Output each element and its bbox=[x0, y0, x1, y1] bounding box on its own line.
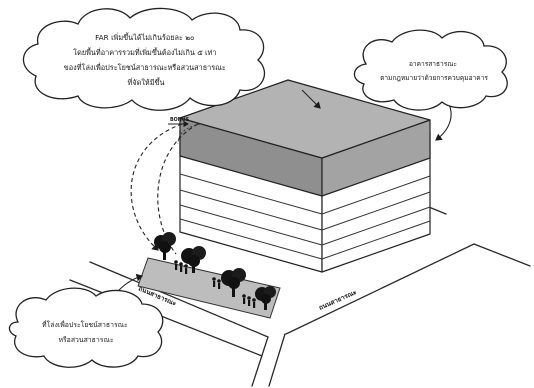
public-building bbox=[179, 79, 431, 273]
svg-text:FAR เพิ่มขึ้นได้ไม่เกินร้อยละ: FAR เพิ่มขึ้นได้ไม่เกินร้อยละ ๒๐ โดยพื้น… bbox=[64, 32, 228, 87]
road-right-edge-south bbox=[285, 243, 531, 335]
far-line-3: ของที่โล่งเพื่อประโยชน์สาธารณะหรือสวนสาธ… bbox=[64, 62, 226, 72]
callout-open-space: ที่โล่งเพื่อประโยชน์สาธารณะ หรือสวนสาธาร… bbox=[8, 287, 164, 368]
road-cross-edge bbox=[268, 333, 286, 387]
far-line-2: โดยพื้นที่อาคารรวมที่เพิ่มขึ้นต้องไม่เกิ… bbox=[73, 47, 216, 57]
people-group-3 bbox=[242, 294, 256, 308]
tree-2 bbox=[181, 246, 206, 273]
callout-building: อาคารสาธารณะ ตามกฎหมายว่าด้วยการควบคุมอา… bbox=[353, 29, 508, 111]
bonus-label: BONUS bbox=[170, 117, 190, 123]
road-label-right: ถนนสาธารณะ bbox=[318, 288, 358, 312]
cloud-shape-far bbox=[22, 7, 266, 111]
building-line-1: อาคารสาธารณะ bbox=[409, 60, 457, 68]
bonus-to-space-dashed-arrow bbox=[130, 123, 183, 251]
cloud-shape-open-space bbox=[8, 287, 164, 368]
tree-1 bbox=[154, 232, 176, 260]
svg-text:อาคารสาธารณะ ตามกฎหมายว่: อาคารสาธารณะ ตามกฎหมายว่าด้วยการควบคุมอา… bbox=[380, 60, 488, 82]
floor-lines bbox=[179, 173, 431, 260]
far-line-1: FAR เพิ่มขึ้นได้ไม่เกินร้อยละ ๒๐ bbox=[95, 32, 194, 42]
open-space-line-2: หรือสวนสาธารณะ bbox=[58, 336, 113, 344]
tree-3 bbox=[221, 268, 246, 297]
people-group-1 bbox=[174, 260, 188, 274]
far-to-roof-arrow bbox=[301, 89, 321, 109]
callout-far: FAR เพิ่มขึ้นได้ไม่เกินร้อยละ ๒๐ โดยพื้น… bbox=[22, 7, 266, 111]
public-open-space bbox=[137, 232, 281, 319]
svg-text:ที่โล่งเพื่อประโยชน์สาธารณะ: ที่โล่งเพื่อประโยชน์สาธารณะ หรือสวนสาธาร… bbox=[42, 320, 130, 344]
building-roof bbox=[179, 79, 431, 159]
open-space-line-1: ที่โล่งเพื่อประโยชน์สาธารณะ bbox=[42, 320, 128, 329]
far-line-4: ที่จัดให้มีขึ้น bbox=[127, 77, 164, 87]
cloud-shape-building bbox=[353, 29, 508, 111]
building-line-2: ตามกฎหมายว่าด้วยการควบคุมอาคาร bbox=[380, 74, 488, 82]
people-group-2 bbox=[212, 277, 221, 289]
tree-4 bbox=[255, 286, 276, 310]
